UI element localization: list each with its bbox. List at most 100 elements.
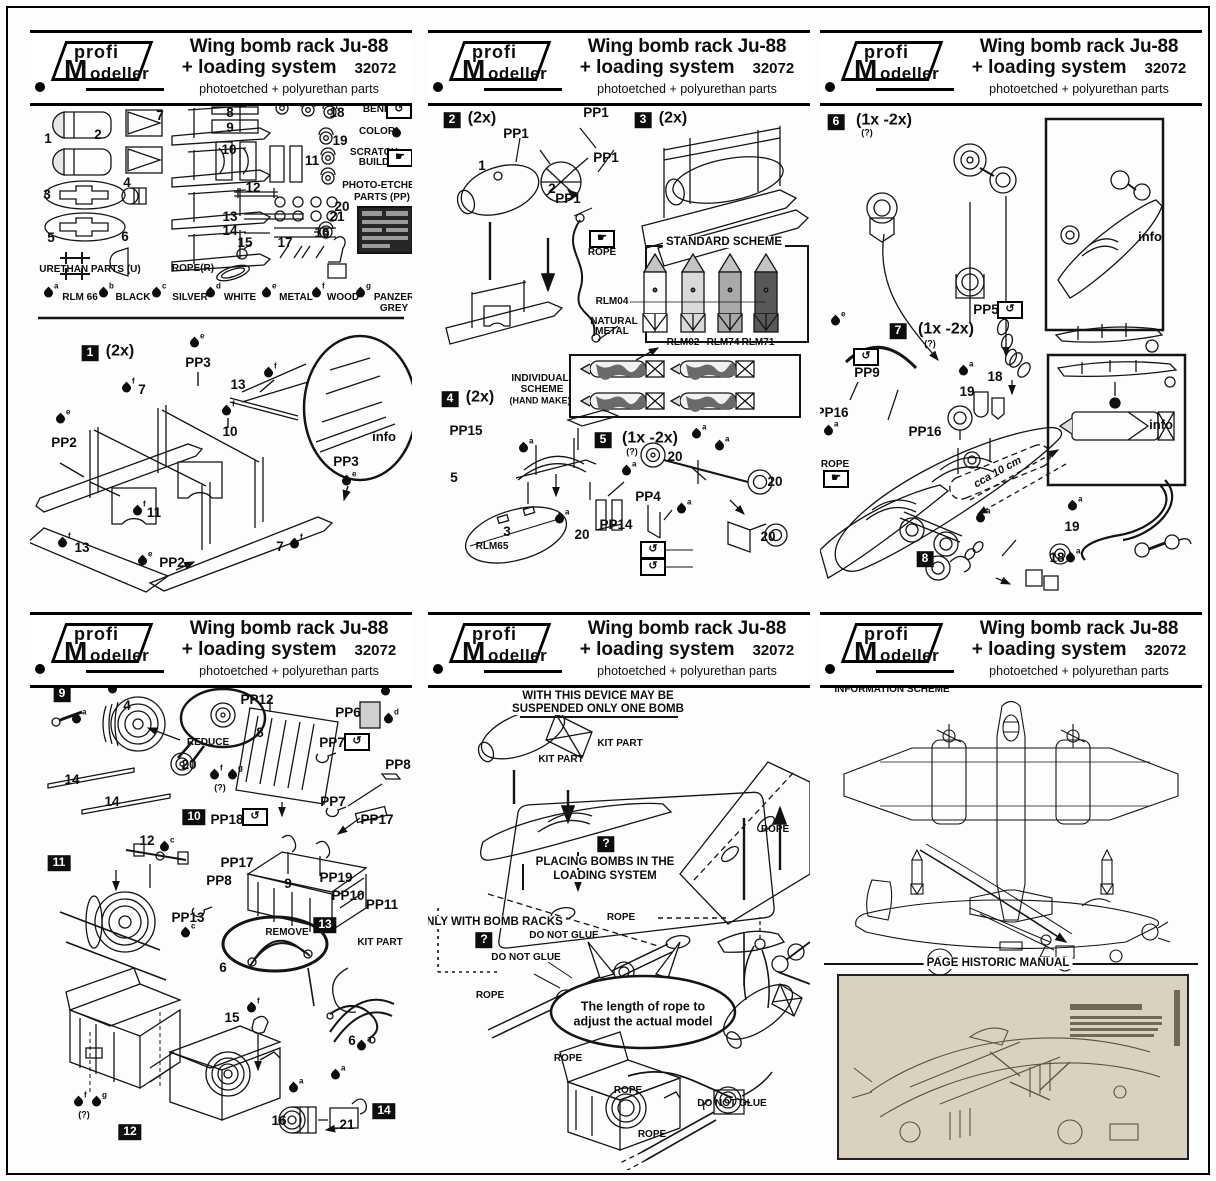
part-number-label: 18 <box>1049 549 1065 565</box>
logo-letter-m: M <box>64 636 88 667</box>
color-drop: a <box>355 1035 371 1053</box>
note-label: BLACK <box>115 291 151 303</box>
part-number-label: 19 <box>1064 518 1080 534</box>
part-number-label: 15 <box>237 234 253 250</box>
color-drop: c <box>150 282 166 300</box>
kit-title: Wing bomb rack Ju-88 <box>587 36 787 57</box>
color-drop: a <box>329 1064 345 1082</box>
note-label: REDUCE <box>186 736 230 748</box>
note-label: RLM04 <box>595 295 629 307</box>
note-label: (?) <box>924 338 936 349</box>
part-ref-label: PP3 <box>185 354 211 370</box>
note-label: RLM71 <box>741 336 775 348</box>
color-drop: d <box>382 708 399 726</box>
part-number-label: 18 <box>329 104 345 120</box>
color-drop: e <box>260 282 276 300</box>
note-label: RLM74 <box>706 336 740 348</box>
part-number-label: 20 <box>767 473 783 489</box>
bend-icon: ↺ <box>853 348 879 366</box>
part-number-label: 1 <box>478 157 486 173</box>
heading-label: LOADING SYSTEM <box>550 869 660 883</box>
logo-dot <box>35 82 45 92</box>
part-number-label: 7 <box>276 538 284 554</box>
color-drop: a <box>1066 495 1082 513</box>
logo-underline <box>876 670 954 673</box>
logo-letter-m: M <box>462 54 486 85</box>
part-ref-label: PP19 <box>319 869 353 885</box>
kit-number: 32072 <box>354 642 397 660</box>
quantity-label: (1x -2x) <box>917 320 975 338</box>
part-ref-label: PP1 <box>583 104 609 120</box>
step-badge: 4 <box>441 391 459 407</box>
aircraft-scheme-sketch <box>820 612 1198 1160</box>
step-badge: 5 <box>594 432 612 448</box>
quantity-label: (2x) <box>467 109 497 127</box>
color-drop: e <box>188 332 204 350</box>
part-number-label: 21 <box>339 1116 355 1132</box>
part-ref-label: PP17 <box>360 811 394 827</box>
logo-underline <box>484 88 562 91</box>
part-number-label: 2 <box>548 180 556 196</box>
note-label: SCRATCH <box>349 146 399 158</box>
note-label: ROPE <box>606 911 636 923</box>
part-number-label: 12 <box>139 832 155 848</box>
part-number-label: 14 <box>64 771 80 787</box>
historic-manual-text-bars <box>1070 990 1180 1046</box>
part-ref-label: PP1 <box>503 125 529 141</box>
part-number-label: 13 <box>222 208 238 224</box>
part-number-label: 2 <box>94 126 102 142</box>
part-number-label: 11 <box>304 152 320 168</box>
part-ref-label: PP6 <box>335 704 361 720</box>
part-ref-label: PP18 <box>210 811 244 827</box>
note-label: INFORMATION SCHEME <box>834 683 950 695</box>
question-badge: ? <box>597 836 615 852</box>
note-label: ROPE <box>760 823 790 835</box>
panel-content: 9e4aREDUCE201414PP128PP6adPP7↺f(?)gPP8PP… <box>30 612 412 1170</box>
heading-label: PAGE HISTORIC MANUAL <box>923 956 1073 970</box>
part-number-label: 6 <box>348 1032 356 1048</box>
info-label: info <box>1149 417 1173 433</box>
color-drop: c <box>179 922 195 940</box>
color-drop: e <box>136 550 152 568</box>
part-number-label: 7 <box>156 107 164 123</box>
note-label: RLM02 <box>666 336 700 348</box>
bend-icon: ↺ <box>997 301 1023 319</box>
part-ref-label: PP8 <box>385 756 411 772</box>
kit-number: 32072 <box>1144 60 1187 78</box>
color-drop: d <box>204 282 221 300</box>
color-drop: a <box>1064 547 1080 565</box>
kit-subtitle: + loading system <box>181 639 337 661</box>
note-label: COLOR <box>358 125 396 137</box>
color-drop: a <box>675 498 691 516</box>
part-number-label: 8 <box>226 104 234 120</box>
part-number-label: 11 <box>146 504 162 520</box>
color-drop: g <box>354 282 371 300</box>
part-number-label: 3 <box>503 523 511 539</box>
heading-label: ONLY WITH BOMB RACKS <box>428 915 566 929</box>
part-number-label: 4 <box>123 697 131 713</box>
note-label: KIT PART <box>538 753 584 765</box>
logo-letter-m: M <box>462 636 486 667</box>
note-label: WOOD <box>326 291 360 303</box>
part-ref-label: PP14 <box>599 516 633 532</box>
note-label: ROPE <box>553 1052 583 1064</box>
color-drop: f <box>208 764 223 782</box>
note-label: PARTS (PP) <box>354 191 410 203</box>
speech-bubble-text: The length of rope to <box>580 999 706 1014</box>
note-label: WHITE <box>223 291 257 303</box>
color-drop: f <box>72 1091 87 1109</box>
part-number-label: 4 <box>123 174 131 190</box>
question-badge: ? <box>475 932 493 948</box>
